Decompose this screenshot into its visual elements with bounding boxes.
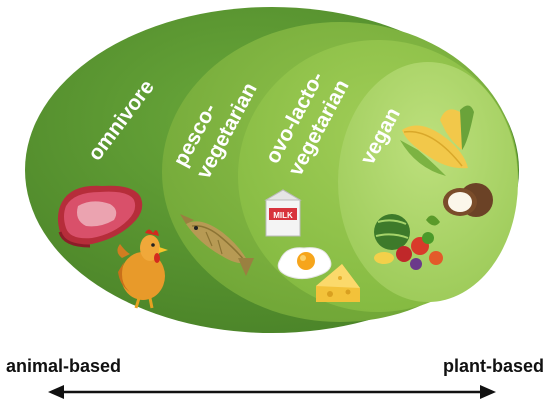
- axis-arrow: [48, 385, 496, 399]
- corn-icon: [400, 105, 474, 176]
- milk-carton-icon: MILK: [264, 189, 302, 237]
- vegan-region: [338, 62, 518, 302]
- fish-icon: [180, 214, 254, 276]
- animal-based-label: animal-based: [6, 356, 122, 376]
- coconut-icon: [443, 183, 493, 217]
- vegetables-icon: [374, 214, 443, 270]
- chicken-icon: [117, 229, 168, 309]
- egg-icon: [277, 247, 332, 280]
- milk-carton-text: MILK: [273, 211, 293, 220]
- cheese-icon: [316, 264, 360, 302]
- meat-icon: [57, 185, 143, 248]
- plant-based-label: plant-based: [442, 356, 544, 376]
